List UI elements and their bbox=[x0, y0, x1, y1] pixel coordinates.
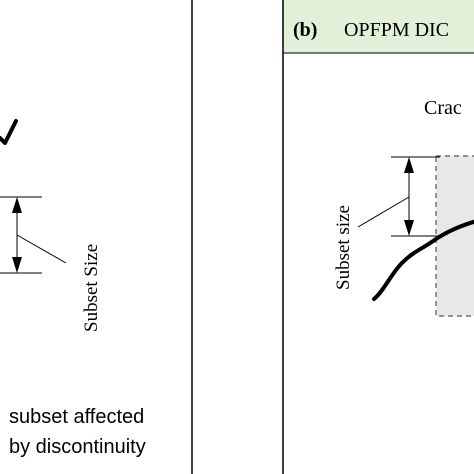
crack-label: Crac bbox=[424, 97, 462, 119]
panel-b-border bbox=[282, 0, 284, 474]
b-subset-arrow-down bbox=[404, 220, 414, 236]
panel-b-subset-label: Subset size bbox=[333, 205, 354, 290]
subset-arrow-up bbox=[12, 197, 22, 213]
b-subset-arrow-up bbox=[404, 157, 414, 173]
subset-arrow-down bbox=[12, 257, 22, 273]
panel-a: Subset Size subset affected by discontin… bbox=[0, 0, 193, 474]
panel-b-header bbox=[283, 0, 474, 53]
b-subset-leader-line bbox=[357, 196, 410, 228]
panel-b: (b) OPFPM DIC Crac Subset size bbox=[282, 0, 474, 474]
panel-a-crack bbox=[0, 119, 18, 145]
panel-a-note-line2: by discontinuity bbox=[9, 436, 146, 458]
panel-b-label: (b) bbox=[293, 19, 317, 41]
panel-b-title: OPFPM DIC bbox=[344, 19, 449, 41]
panel-b-crack bbox=[372, 219, 474, 301]
panel-a-note-line1: subset affected bbox=[9, 406, 144, 428]
subset-leader-line bbox=[16, 234, 67, 264]
panel-a-subset-label: Subset Size bbox=[81, 244, 102, 332]
panel-a-border bbox=[191, 0, 193, 474]
